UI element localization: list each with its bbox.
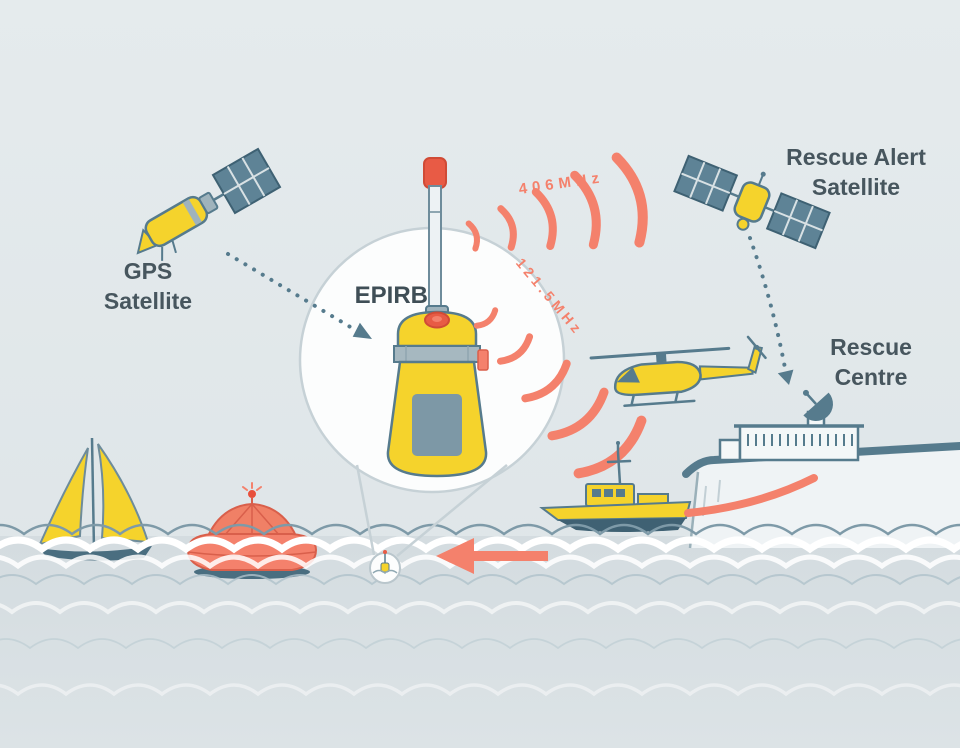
- boat-mast: [606, 442, 632, 486]
- rescue-centre-label-line1: Rescue: [830, 334, 912, 360]
- gps-dotted-arrow: [226, 252, 372, 339]
- building-windows: [747, 434, 853, 446]
- epirb-clip: [477, 349, 489, 371]
- magnifier-pointer-lines: [355, 464, 508, 557]
- epirb-info-label: [412, 394, 462, 456]
- gps-satellite-label-line2: Satellite: [104, 288, 192, 314]
- sailboat-icon: [38, 437, 152, 561]
- rescue-alert-satellite-icon: [673, 154, 831, 250]
- epirb-collar-band: [393, 345, 481, 363]
- radar-dish-icon: [802, 389, 833, 421]
- helicopter-skids: [623, 390, 696, 407]
- raft-beacon-light: [242, 482, 262, 504]
- epirb-label: EPIRB: [355, 282, 428, 309]
- rescue-alert-label-line1: Rescue Alert: [786, 144, 926, 170]
- gps-satellite-label-line1: GPS: [124, 258, 173, 284]
- rescue-centre-building: [718, 389, 864, 462]
- cockpit-window: [616, 367, 640, 383]
- epirb-float-marker: [369, 550, 401, 584]
- signal-arcs-406: [465, 152, 648, 252]
- helicopter-icon: [589, 335, 767, 407]
- rescue-arrow: [436, 538, 548, 574]
- epirb-device: [386, 157, 489, 478]
- sailboat-hull: [38, 546, 152, 561]
- sea-background: [0, 536, 960, 748]
- epirb-antenna-tip: [423, 157, 447, 189]
- rescue-centre-label-line2: Centre: [835, 364, 908, 390]
- satellite-dotted-arrow: [748, 236, 794, 385]
- gps-satellite-icon: [136, 147, 282, 261]
- rescue-alert-label-line2: Satellite: [812, 174, 900, 200]
- shore-arrow-curve: [684, 474, 818, 517]
- epirb-antenna: [428, 185, 442, 313]
- cliff: [682, 442, 960, 549]
